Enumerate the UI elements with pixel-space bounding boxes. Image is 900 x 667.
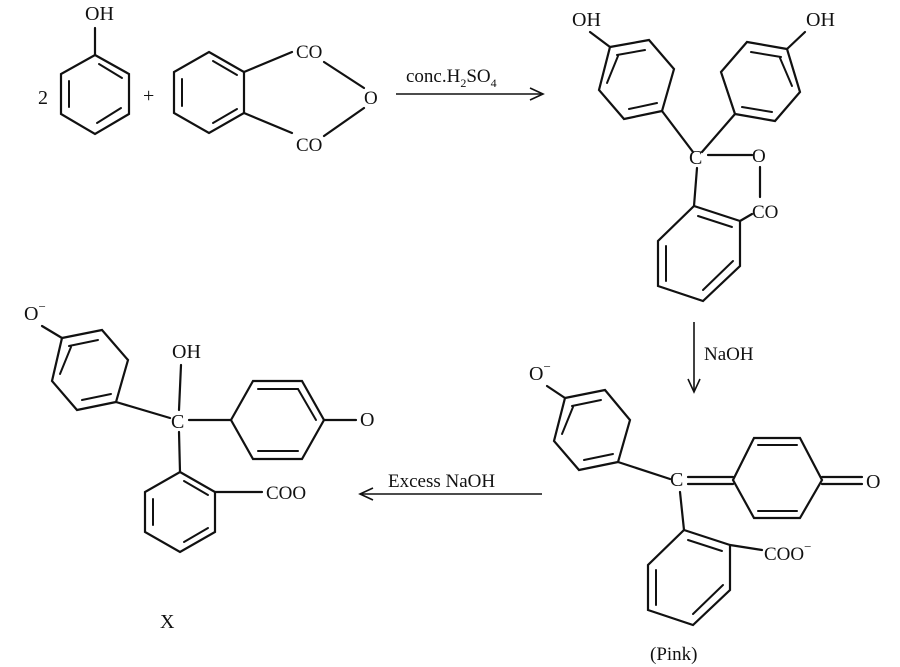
phenolphthalein-lactone-oxygen: O (752, 146, 766, 167)
arrow-naoh: NaOH (687, 322, 754, 394)
anhydride-ring-oxygen: O (364, 88, 378, 109)
arrow-excess-naoh: Excess NaOH (358, 471, 542, 501)
x-central-carbon: C (171, 411, 184, 433)
pink-o-minus: O− (529, 359, 551, 385)
pink-benzoate-ring (646, 528, 732, 627)
plus-sign: + (143, 85, 154, 107)
x-carboxylate: COO (266, 483, 306, 504)
pink-left-phenyl (552, 388, 632, 472)
x-left-phenyl (50, 328, 130, 412)
x-right-oxygen: O (360, 409, 374, 431)
arrow-excess-naoh-label: Excess NaOH (388, 471, 495, 492)
phthalic-anhydride-structure: CO CO O (172, 42, 378, 156)
phenolphthalein-right-phenyl (719, 40, 802, 123)
phenolphthalein-oh-right: OH (806, 9, 835, 31)
phenolphthalein-oh-left: OH (572, 9, 601, 31)
arrow-h2so4-label: conc.H2SO4 (406, 66, 497, 90)
x-o-minus: O− (24, 299, 46, 325)
anhydride-co-top: CO (296, 42, 322, 63)
phenolphthalein-lactone-co: CO (752, 202, 778, 223)
x-product-label: X (160, 611, 175, 633)
anhydride-co-bottom: CO (296, 135, 322, 156)
x-right-phenyl (229, 379, 326, 461)
pink-form-structure: O− C O COO− (Pink) (529, 359, 880, 665)
arrow-naoh-label: NaOH (704, 344, 754, 365)
pink-carboxylate: COO− (764, 539, 811, 565)
x-benzoate-ring (143, 470, 217, 554)
pink-caption: (Pink) (650, 644, 698, 665)
phenol-ring (59, 53, 131, 136)
phenolphthalein-structure: OH OH C O CO (572, 9, 835, 303)
pink-central-carbon: C (670, 469, 683, 491)
product-x-structure: O− OH C O COO X (24, 299, 374, 633)
phenol-oh-label: OH (85, 3, 114, 25)
pink-quinoid-ring (731, 436, 824, 520)
anhydride-benzene-ring (172, 50, 246, 135)
phenolphthalein-left-phenyl (597, 38, 676, 121)
phenol-coefficient: 2 (38, 87, 48, 109)
phenolphthalein-benzo-ring (656, 204, 742, 303)
arrow-h2so4: conc.H2SO4 (396, 66, 545, 101)
phenolphthalein-central-carbon: C (689, 147, 702, 169)
x-hydroxyl: OH (172, 341, 201, 363)
pink-quinone-oxygen: O (866, 471, 880, 493)
phenol-structure: 2 OH (38, 3, 131, 136)
